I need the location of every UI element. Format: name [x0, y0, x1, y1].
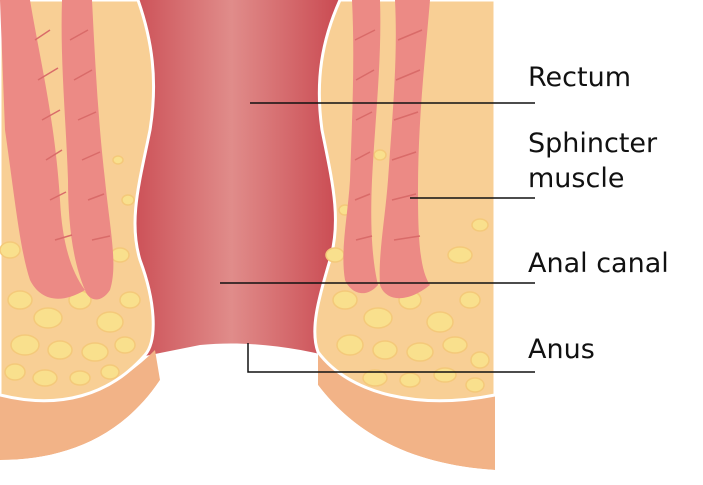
- canal-wall: [118, 0, 345, 360]
- label-anus: Anus: [528, 334, 595, 365]
- label-rectum: Rectum: [528, 62, 631, 93]
- left-sphincter-muscle: [0, 0, 85, 299]
- right-skin-band: [318, 350, 495, 470]
- label-anal-canal: Anal canal: [528, 248, 669, 279]
- anus-leader: [247, 343, 535, 373]
- label-background: [495, 0, 703, 485]
- right-fat-globules: [325, 149, 490, 393]
- right-sphincter-muscle: [379, 0, 430, 299]
- bottom-background: [0, 380, 495, 485]
- label-sphincter-line2: muscle: [528, 163, 624, 194]
- right-tissue-wall: [313, 0, 497, 470]
- labels: Rectum Sphincter muscle Anal canal Anus: [528, 62, 669, 365]
- leader-lines: [220, 102, 535, 373]
- label-sphincter-line1: Sphincter: [528, 128, 658, 159]
- left-skin-band: [0, 350, 160, 460]
- right-internal-muscle: [343, 0, 381, 294]
- right-muscle-stripes: [354, 29, 423, 241]
- left-fat-globules: [0, 135, 141, 387]
- left-muscle-stripes: [34, 29, 111, 241]
- left-internal-muscle: [61, 0, 114, 300]
- rectal-canal: [118, 0, 345, 360]
- left-tissue-wall: [0, 0, 160, 460]
